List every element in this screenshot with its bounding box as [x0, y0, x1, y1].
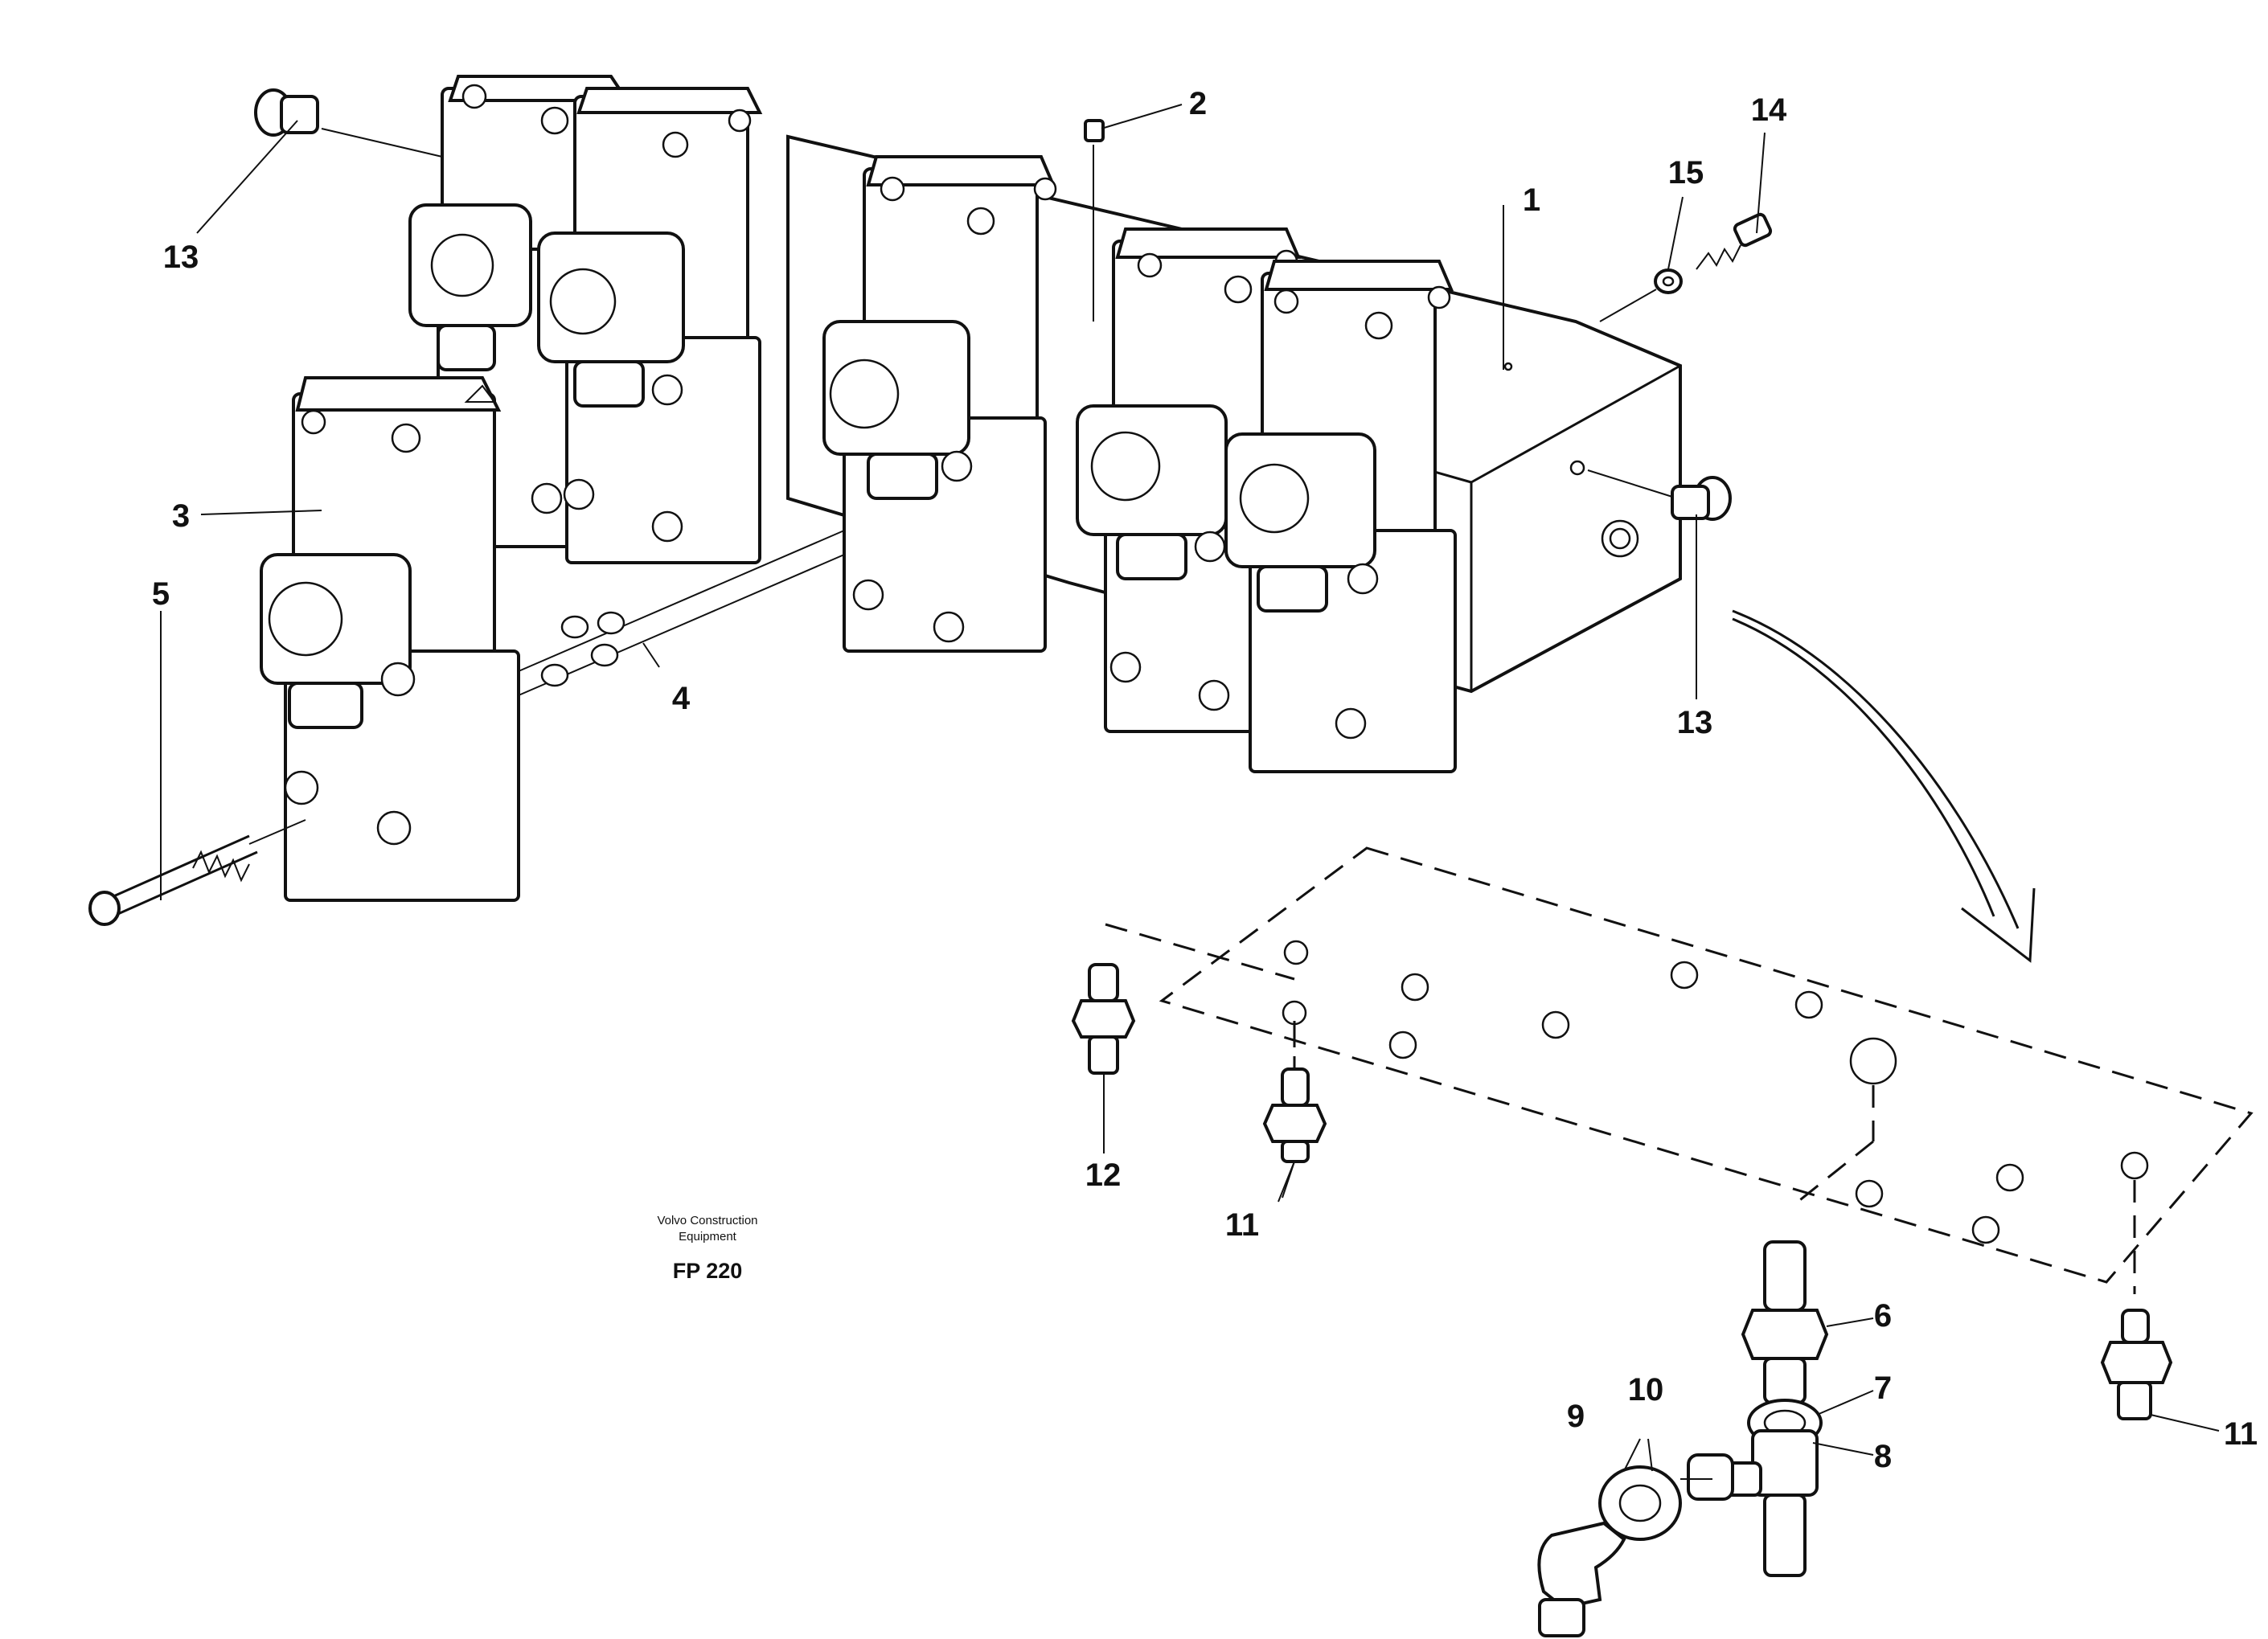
leader-lines [160, 104, 1766, 1472]
manifold-underside [1105, 846, 2254, 1294]
fitting-6 [1741, 1240, 1874, 1404]
mounting-screw [88, 819, 306, 926]
fitting-11-right [2100, 1309, 2220, 1432]
elbow-fitting [1537, 1453, 1734, 1637]
solenoid-valve-f [260, 376, 520, 902]
callout-14: 14 [1751, 92, 1787, 128]
screw-and-washer [1599, 212, 1773, 322]
solenoid-valve-c [822, 155, 1057, 653]
tee-fitting [1711, 1390, 1874, 1577]
o-rings [518, 530, 845, 696]
callout-8: 8 [1874, 1439, 1892, 1474]
callout-11-left: 11 [1225, 1207, 1259, 1243]
fitting-12 [1071, 963, 1136, 1141]
callout-6: 6 [1874, 1298, 1892, 1334]
callout-4: 4 [672, 681, 691, 716]
callout-15: 15 [1668, 155, 1704, 191]
callout-9: 9 [1567, 1399, 1585, 1434]
exploded-view-arrow [1732, 609, 2036, 963]
credit-line-1: Volvo Construction [657, 1214, 757, 1227]
callout-11-right: 11 [2224, 1416, 2258, 1452]
figure-code: FP 220 [673, 1259, 743, 1283]
solenoid-valve-e [1224, 260, 1457, 773]
callout-10: 10 [1628, 1372, 1664, 1407]
dowel-pin [1084, 119, 1105, 322]
callout-3: 3 [172, 498, 190, 534]
callout-12: 12 [1085, 1158, 1122, 1193]
callout-2: 2 [1189, 86, 1207, 121]
credit-line-2: Equipment [679, 1230, 737, 1244]
plug-right [1587, 469, 1732, 521]
callout-13-right: 13 [1677, 705, 1713, 740]
credit-block: Volvo Construction Equipment FP 220 [657, 1214, 757, 1283]
solenoid-valve-b [537, 87, 763, 564]
plug-top-left [254, 88, 443, 158]
callout-1: 1 [1523, 182, 1540, 218]
callout-7: 7 [1874, 1371, 1892, 1406]
fitting-11-left [1262, 1021, 1327, 1199]
callout-5: 5 [152, 576, 170, 612]
callout-labels: 1 2 3 4 5 6 7 8 9 10 11 11 12 13 13 14 1… [152, 86, 2258, 1474]
callout-13-top: 13 [163, 240, 199, 275]
